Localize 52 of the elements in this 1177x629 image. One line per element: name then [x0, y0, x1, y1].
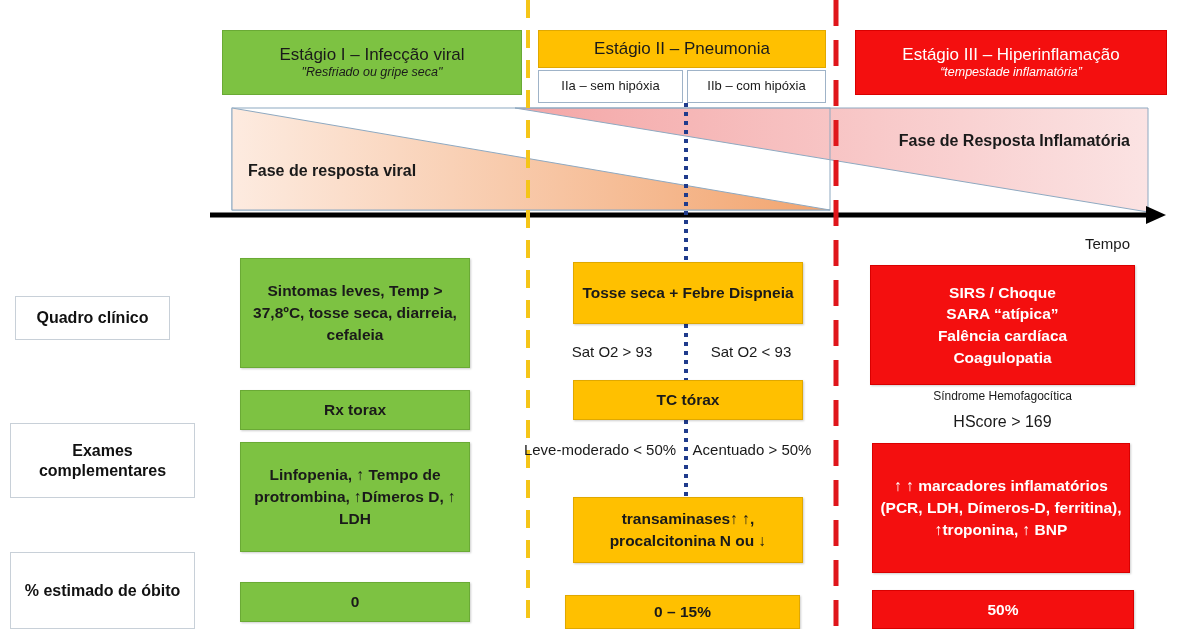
stage-header: [222, 30, 522, 95]
condition-label: Acentuado > 50%: [692, 440, 812, 460]
info-box: [240, 390, 470, 430]
note-text: Síndrome Hemofagocítica: [932, 389, 1073, 405]
box-text: 50%: [987, 599, 1019, 620]
box-text: Tosse seca + Febre Dispneia: [582, 283, 794, 304]
phase-label: Fase de resposta viral: [248, 162, 417, 180]
info-box: [240, 582, 470, 622]
box-text: Sintomas leves, Temp > 37,8ºC, tosse seca, diarreia, cefaleia: [252, 281, 458, 345]
box-text: TC tórax: [656, 390, 720, 411]
condition-label: Sat O2 > 93: [570, 342, 654, 362]
phase-label: Fase de Resposta Inflamatória: [898, 132, 1130, 150]
stage-header: [855, 30, 1167, 95]
axis-label: Tempo: [1083, 234, 1130, 254]
box-text: Linfopenia, ↑ Tempo de protrombina, ↑Dímeros D, ↑ LDH: [253, 465, 457, 529]
row-label: [10, 423, 195, 498]
note-text: HScore > 169: [952, 412, 1053, 432]
box-text: 0 – 15%: [654, 602, 711, 623]
box-text: Estágio II – Pneumonia: [594, 38, 770, 60]
box-text: transaminases↑ ↑, procalcitonina N ou ↓: [608, 509, 768, 551]
info-box: [573, 262, 803, 324]
info-box: [872, 443, 1130, 573]
box-text: ↑ ↑ marcadores inflamatórios (PCR, LDH, Dímeros-D, ferritina), ↑troponina, ↑ BNP: [879, 476, 1123, 540]
info-box: [870, 265, 1135, 385]
box-text: Estágio III – Hiperinflamação: [902, 44, 1120, 66]
condition-label: Sat O2 < 93: [709, 342, 793, 362]
info-box: [240, 258, 470, 368]
box-text: Falência cardíaca: [937, 326, 1068, 346]
info-box: [565, 595, 800, 629]
box-text: Rx torax: [324, 400, 386, 421]
substage-box: [687, 70, 826, 103]
box-text: IIb – com hipóxia: [707, 78, 806, 95]
subtitle-text: "Resfriado ou gripe seca": [301, 65, 443, 81]
row-label: [10, 552, 195, 629]
stage-header: [538, 30, 826, 68]
condition-label: Leve-moderado < 50%: [522, 440, 678, 460]
box-text: SIRS / Choque: [949, 282, 1056, 303]
box-text: % estimado de óbito: [24, 580, 181, 601]
info-box: [240, 442, 470, 552]
info-box: [573, 497, 803, 563]
box-text: Coagulopatia: [953, 347, 1052, 368]
substage-box: [538, 70, 683, 103]
row-label: [15, 296, 170, 340]
box-text: Estágio I – Infecção viral: [279, 44, 465, 66]
info-box: [573, 380, 803, 420]
box-text: Quadro clínico: [36, 308, 149, 328]
subtitle-text: “tempestade inflamatória”: [940, 65, 1082, 81]
box-text: IIa – sem hipóxia: [561, 78, 660, 95]
info-box: [872, 590, 1134, 629]
box-text: 0: [350, 592, 360, 613]
box-text: Exames complementares: [37, 440, 168, 481]
box-text: SARA “atípica”: [946, 304, 1059, 325]
